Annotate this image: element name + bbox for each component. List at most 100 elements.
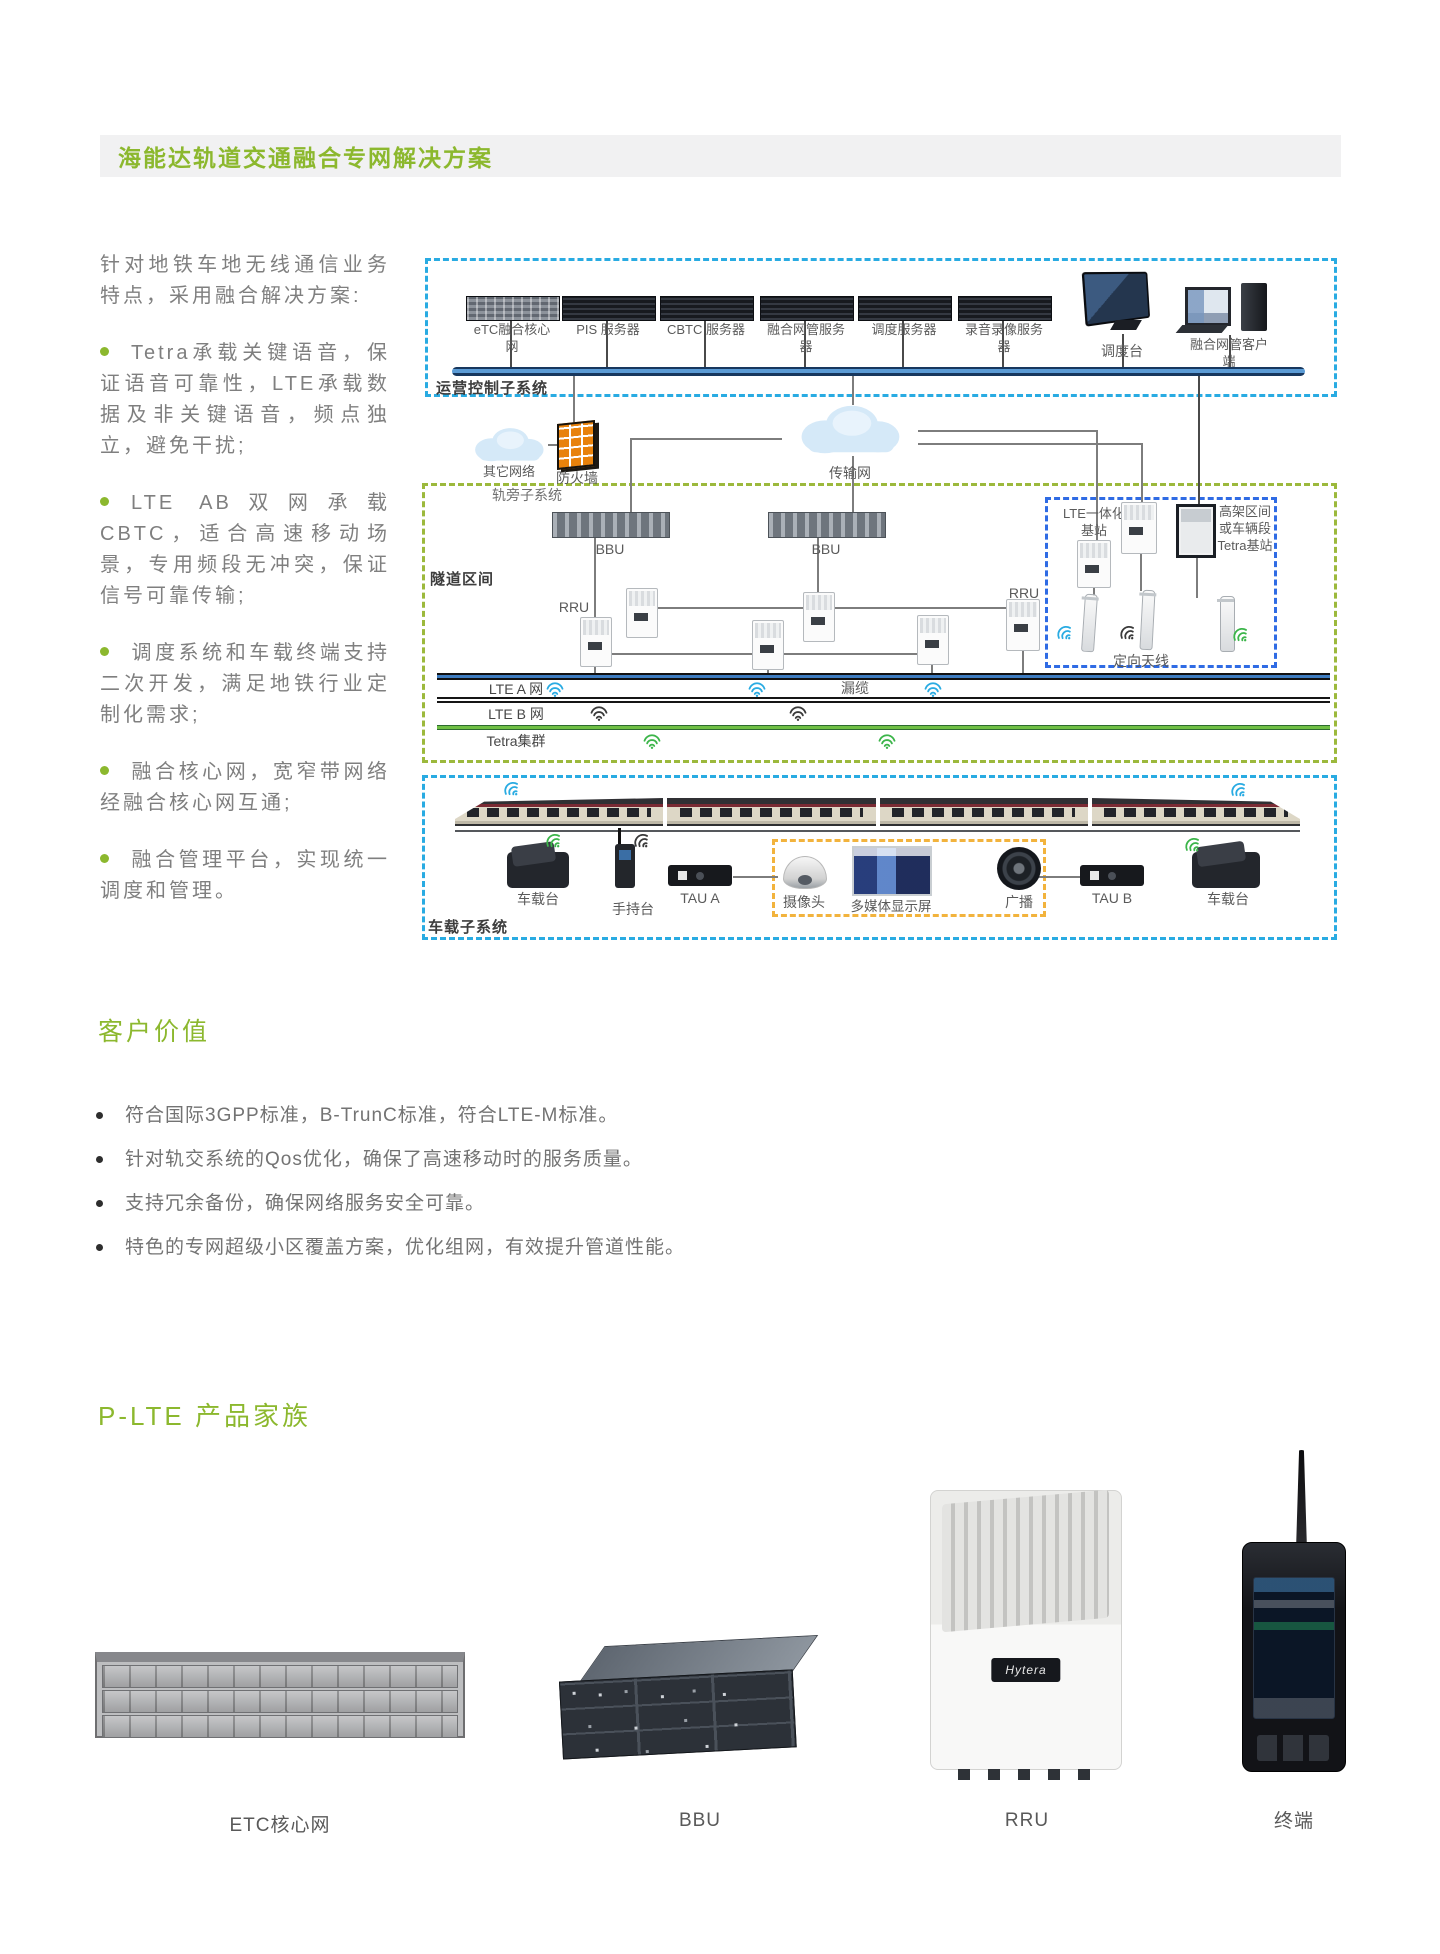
monitor-screen	[1081, 271, 1151, 327]
station-unit	[1077, 540, 1111, 588]
terminal-keys	[1257, 1735, 1329, 1761]
terminal-antenna	[1296, 1450, 1307, 1550]
elevated-label: 高架区间或车辆段Tetra基站	[1217, 504, 1273, 553]
transmission-cloud	[780, 400, 920, 460]
bullet-dot-icon	[100, 497, 109, 506]
tau-a-label: TAU A	[680, 890, 720, 906]
connector-line	[1141, 443, 1143, 503]
bbu-product-image	[557, 1634, 819, 1761]
rru-image	[626, 588, 658, 638]
connector-line	[1093, 586, 1095, 596]
rru-image	[752, 620, 784, 670]
connector-line	[1140, 552, 1142, 591]
pc-monitor	[1185, 287, 1231, 326]
tau-b-label: TAU B	[1091, 890, 1133, 906]
connector-line	[918, 443, 1142, 445]
bullet-dot-icon	[96, 1244, 103, 1251]
connector-line	[510, 319, 512, 367]
rru-image	[1006, 599, 1040, 651]
bbu-image	[768, 512, 886, 538]
server-label: CBTC 服务器	[666, 322, 745, 337]
intro-bullet: 调度系统和车载终端支持二次开发，满足地铁行业定制化需求;	[100, 642, 390, 726]
bullet-dot-icon	[96, 1156, 103, 1163]
connector-line	[1229, 335, 1231, 367]
intro-bullet: 融合核心网，宽窄带网络经融合核心网互通;	[100, 761, 390, 814]
station-unit	[1121, 502, 1157, 554]
train-image	[455, 798, 1300, 832]
server-rack-etc-core	[466, 296, 560, 321]
station-box	[1045, 497, 1277, 668]
connector-line	[606, 319, 608, 367]
trackside-label: 轨旁子系统	[492, 487, 562, 503]
media-box	[772, 839, 1046, 917]
connector-line	[1096, 430, 1098, 541]
wifi-icon	[789, 706, 807, 721]
nm-client-image	[1175, 283, 1273, 335]
terminal-body	[1242, 1542, 1346, 1772]
media-screen-label: 多媒体显示屏	[850, 899, 932, 914]
bullet-dot-icon	[100, 766, 109, 775]
tunnel-label: 隧道区间	[430, 571, 495, 588]
tetra-label: Tetra集群	[486, 733, 546, 749]
terminal-product-image	[1240, 1450, 1348, 1772]
rack-unit	[102, 1690, 458, 1713]
train-car	[879, 798, 1088, 828]
media-screen-image	[852, 846, 932, 896]
terminal-screen	[1253, 1577, 1335, 1719]
dispatch-console-image	[1081, 271, 1159, 336]
onboard-label: 车载子系统	[428, 919, 509, 936]
connector-line	[782, 653, 917, 655]
connector-line	[610, 653, 752, 655]
rru-image	[917, 615, 949, 665]
intro-bullet: Tetra承载关键语音，保证语音可靠性，LTE承载数据及非关键语音，频点独立，避…	[100, 342, 390, 457]
intro-bullet: LTE AB双网承载CBTC，适合高速移动场景，专用频段无冲突，保证信号可靠传输…	[100, 492, 390, 607]
mobile-radio-label: 车载台	[1207, 891, 1249, 907]
wifi-icon	[924, 682, 942, 697]
intro-lead: 针对地铁车地无线通信业务特点，采用融合解决方案:	[100, 254, 390, 307]
product-label: 终端	[1273, 1811, 1314, 1832]
server-rack-nms	[760, 296, 854, 321]
bullet-dot-icon	[100, 854, 109, 863]
intro-column: 针对地铁车地无线通信业务特点，采用融合解决方案: Tetra承载关键语音，保证语…	[100, 250, 390, 933]
connector-line	[548, 444, 562, 446]
opcc-label: 运营控制子系统	[436, 380, 549, 397]
trackside-box	[422, 483, 1337, 763]
connector-line	[1002, 319, 1004, 367]
pc-tower	[1241, 283, 1267, 331]
bbu-front-face	[558, 1669, 797, 1760]
value-section-title: 客户价值	[98, 1018, 211, 1046]
mobile-radio-label: 车载台	[517, 891, 559, 907]
server-label: PIS 服务器	[576, 322, 640, 337]
page-header-bar: 海能达轨道交通融合专网解决方案	[100, 135, 1341, 177]
product-label: ETC核心网	[229, 1815, 331, 1836]
connector-line	[704, 319, 706, 367]
etc-core-rack-image	[95, 1652, 465, 1738]
server-rack-recording	[958, 296, 1052, 321]
connector-line	[852, 456, 854, 513]
leaky-cable-label: 漏缆	[841, 680, 869, 696]
lte-station-label: LTE一体化基站	[1063, 506, 1125, 538]
firewall-icon	[557, 420, 595, 470]
connector-line	[918, 430, 1097, 432]
camera-label: 摄像头	[783, 894, 825, 910]
pc-keyboard	[1175, 325, 1229, 333]
onboard-box	[422, 775, 1337, 940]
bbu-image	[552, 512, 670, 538]
other-network-cloud	[468, 424, 550, 466]
core-bus	[452, 367, 1305, 376]
value-bullet: 支持冗余备份，确保网络服务安全可靠。	[96, 1192, 1196, 1216]
connector-line	[573, 376, 575, 423]
value-bullet: 符合国际3GPP标准，B-TrunC标准，符合LTE-M标准。	[96, 1104, 1196, 1128]
bbu-label: BBU	[595, 541, 625, 557]
tau-a-image	[668, 865, 732, 886]
connector-line	[902, 319, 904, 367]
server-rack-pis	[562, 296, 656, 321]
rru-brand-logo: Hytera	[991, 1657, 1061, 1682]
pa-label: 广播	[1005, 894, 1033, 910]
handheld-label: 手持台	[612, 901, 654, 917]
opcc-box	[425, 258, 1337, 397]
intro-bullet: 融合管理平台，实现统一调度和管理。	[100, 849, 390, 902]
connector-line	[594, 665, 596, 676]
solution-diagram: eTC融合核心网 PIS 服务器 CBTC 服务器 融合网管服务器 调度服务器 …	[0, 0, 1440, 960]
train-car	[1091, 798, 1300, 828]
